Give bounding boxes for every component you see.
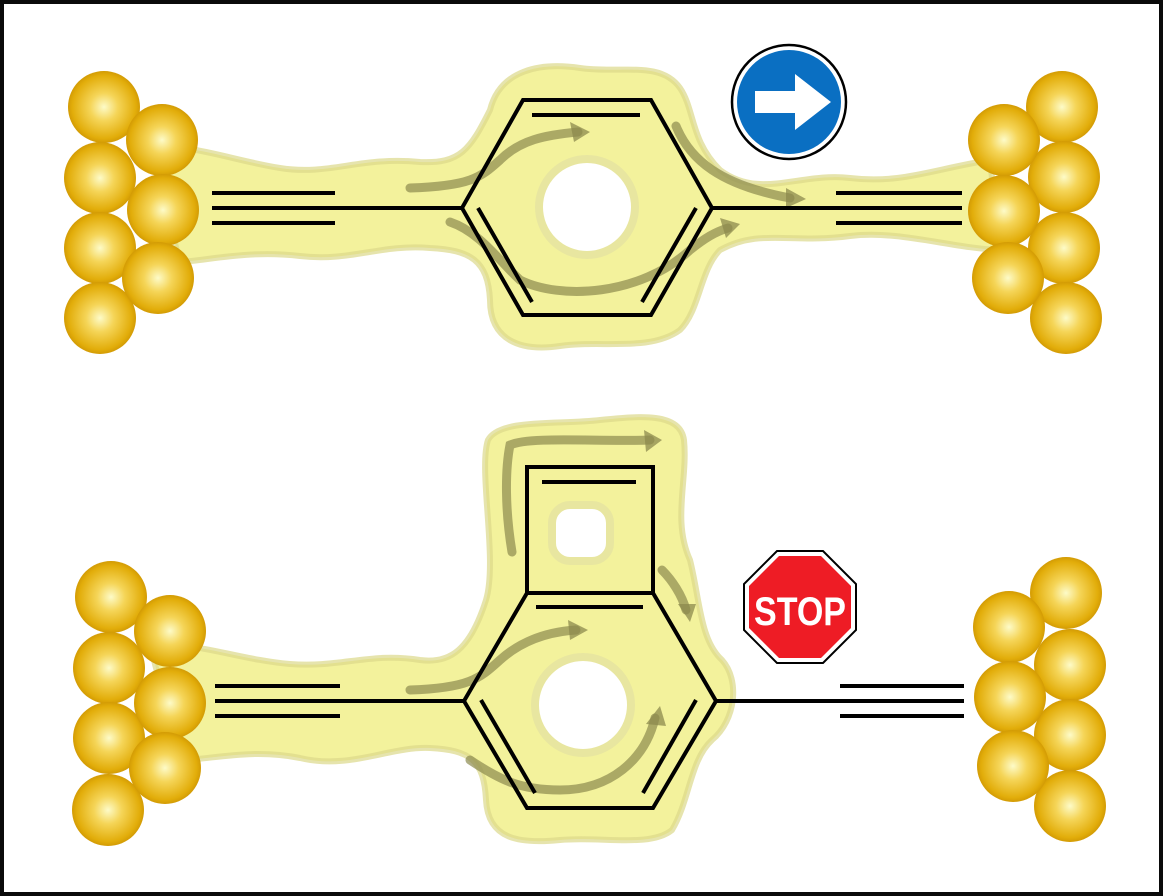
- electron-cloud: [146, 414, 737, 845]
- right-arrow-icon: [755, 74, 831, 130]
- stop-sign-icon: [749, 556, 851, 658]
- top-junction: [64, 43, 1102, 354]
- electron-flow-arrows: [405, 430, 696, 795]
- bottom-junction: STOP: [72, 414, 1106, 846]
- right-alkyne-linker: [712, 191, 962, 225]
- left-gold-electrode: [64, 71, 199, 354]
- right-alkyne-linker: [716, 684, 964, 718]
- ring-center-hole: [535, 155, 639, 259]
- six-ring-center-hole: [531, 653, 635, 757]
- stop-sign: STOP: [743, 550, 857, 664]
- four-ring-center-hole: [548, 501, 614, 565]
- left-alkyne-linker: [212, 191, 462, 225]
- left-gold-electrode: [72, 561, 206, 846]
- electron-flow-arrows: [405, 121, 806, 296]
- go-sign: [730, 43, 848, 161]
- right-gold-electrode: [968, 71, 1102, 354]
- right-gold-electrode: [973, 557, 1106, 842]
- stop-sign-label: STOP: [754, 590, 846, 634]
- left-alkyne-linker: [215, 684, 464, 718]
